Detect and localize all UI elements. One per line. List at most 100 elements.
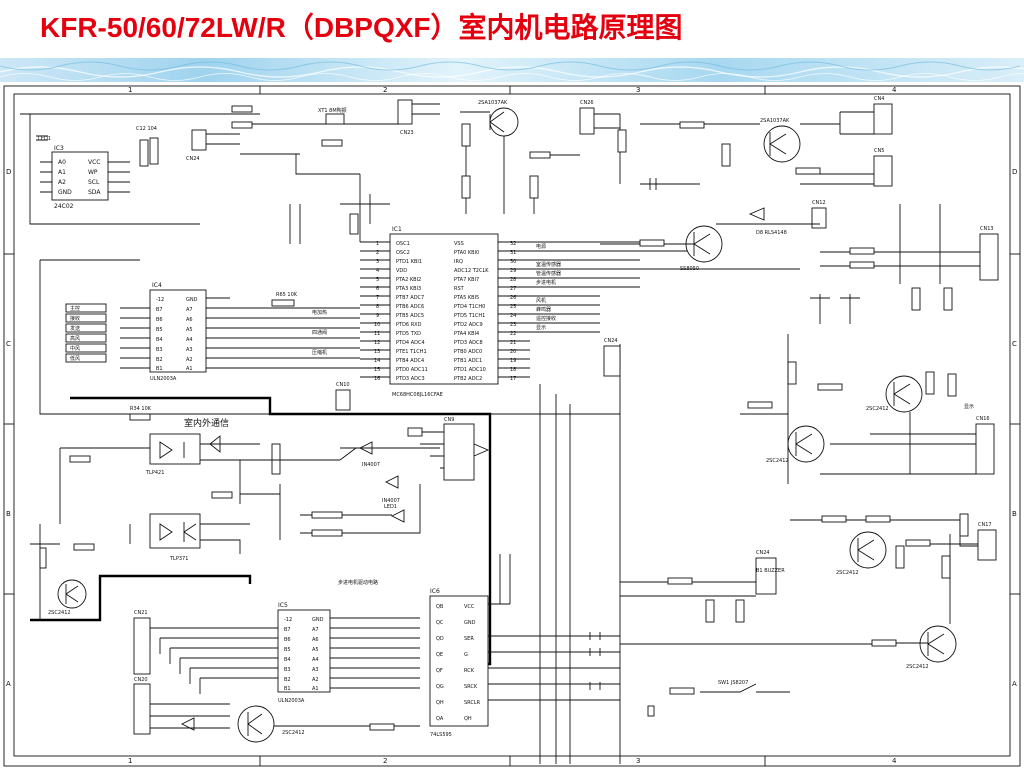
svg-text:LED1: LED1 (38, 136, 51, 142)
svg-text:CN12: CN12 (812, 200, 826, 206)
svg-text:B6: B6 (156, 317, 163, 323)
svg-text:2SC2412: 2SC2412 (766, 458, 789, 464)
svg-text:28: 28 (510, 277, 516, 283)
svg-text:A2: A2 (312, 677, 319, 683)
svg-text:PTD2 ADC9: PTD2 ADC9 (454, 322, 483, 328)
svg-text:CN20: CN20 (134, 677, 148, 683)
svg-text:VDD: VDD (396, 268, 407, 274)
svg-text:低风: 低风 (70, 355, 80, 362)
svg-text:发送: 发送 (70, 325, 80, 332)
svg-text:D8 RLS4148: D8 RLS4148 (756, 230, 787, 236)
col-marker-2-bottom: 2 (383, 757, 387, 765)
svg-text:QA: QA (436, 716, 444, 722)
svg-text:A1: A1 (312, 686, 319, 692)
svg-text:PTB1 ADC1: PTB1 ADC1 (454, 358, 482, 364)
svg-text:PTE1 T1CH1: PTE1 T1CH1 (396, 349, 427, 355)
svg-text:步进电机: 步进电机 (536, 279, 556, 286)
transistor-q-2sa1037-top: 2SA1037AK (460, 100, 580, 214)
svg-text:C12 104: C12 104 (136, 126, 157, 132)
svg-text:2: 2 (376, 250, 379, 256)
svg-text:QE: QE (436, 652, 443, 658)
right-bottom-section: 2SC2412 CN17 CN24 2SC2412 SW1 JS8207 (620, 513, 997, 717)
svg-text:A2: A2 (186, 357, 193, 363)
svg-text:PTD1 KBI1: PTD1 KBI1 (396, 259, 422, 265)
svg-text:11: 11 (374, 331, 380, 337)
svg-text:PTB2 ADC2: PTB2 ADC2 (454, 376, 482, 382)
svg-text:SRCLR: SRCLR (464, 700, 481, 706)
svg-text:A6: A6 (186, 317, 193, 323)
svg-text:SER: SER (464, 636, 474, 642)
schematic-sheet: 1 2 3 4 1 2 3 4 D C B A D C B A IC3 A0 A… (0, 84, 1024, 768)
svg-text:SS8050: SS8050 (680, 266, 699, 272)
ic6-shift-register: IC6 74LS595 QB QC QD QE QF QG QH QA VCC … (429, 344, 621, 764)
svg-text:PTB5 ADC5: PTB5 ADC5 (396, 313, 424, 319)
ic4-driver: IC4 ULN2003A -12 B7 B6 B5 B4 B3 B2 B1 GN… (39, 259, 620, 415)
col-marker-3: 3 (636, 86, 640, 94)
svg-text:16: 16 (374, 376, 380, 382)
row-marker-a-right: A (1012, 680, 1017, 688)
svg-text:6: 6 (376, 286, 379, 292)
svg-text:QG: QG (436, 684, 444, 690)
svg-text:IC5: IC5 (278, 602, 288, 609)
svg-text:CN9: CN9 (444, 417, 454, 423)
svg-text:CN24: CN24 (604, 338, 618, 344)
col-marker-4: 4 (892, 86, 897, 94)
svg-text:MC68HC08JL16CFAE: MC68HC08JL16CFAE (392, 392, 443, 398)
right-middle-section: CN24 2SC2412 2SC2412 CN16 显示 (603, 334, 995, 484)
svg-text:A5: A5 (186, 327, 193, 333)
col-marker-1: 1 (128, 86, 132, 94)
svg-text:PTD4 ADC4: PTD4 ADC4 (396, 340, 425, 346)
svg-text:B2: B2 (284, 677, 291, 683)
ic1-mcu: IC1 MC68HC08JL16CFAE OSC1 OSC2 PTD1 KBI1… (289, 174, 800, 398)
svg-text:CN10: CN10 (336, 382, 350, 388)
svg-text:A1: A1 (186, 366, 193, 372)
svg-text:PTD1 ADC10: PTD1 ADC10 (454, 367, 486, 373)
col-marker-1-bottom: 1 (128, 757, 132, 765)
svg-text:步进电机驱动电路: 步进电机驱动电路 (338, 579, 378, 586)
svg-text:29: 29 (510, 268, 516, 274)
svg-text:TLP421: TLP421 (145, 470, 164, 476)
svg-text:13: 13 (374, 349, 380, 355)
svg-text:B5: B5 (156, 327, 163, 333)
svg-text:B2: B2 (156, 357, 163, 363)
svg-text:IRQ: IRQ (454, 259, 463, 265)
svg-text:A5: A5 (312, 647, 319, 653)
svg-text:2SA1037AK: 2SA1037AK (478, 100, 508, 106)
svg-text:四通阀: 四通阀 (312, 329, 327, 336)
right-top-section: CN26 2SA1037AK CN4 CN5 D8 RLS4148 CN12 S… (579, 96, 999, 324)
svg-text:27: 27 (510, 286, 516, 292)
top-left-connectors: CN24 XT1 8M陶振 CN23 (186, 99, 440, 175)
svg-text:QF: QF (436, 668, 443, 674)
svg-text:PTD3 ADC8: PTD3 ADC8 (454, 340, 483, 346)
svg-text:主控: 主控 (70, 305, 80, 312)
svg-text:OSC1: OSC1 (396, 241, 410, 247)
svg-text:B3: B3 (284, 667, 291, 673)
svg-text:CN24: CN24 (186, 156, 200, 162)
svg-text:A3: A3 (186, 347, 193, 353)
col-marker-3-bottom: 3 (636, 757, 640, 765)
svg-text:风机: 风机 (536, 297, 546, 304)
svg-text:IC4: IC4 (152, 282, 162, 289)
svg-text:QH: QH (436, 700, 444, 706)
svg-text:OSC2: OSC2 (396, 250, 410, 256)
svg-text:24C02: 24C02 (54, 203, 74, 210)
svg-text:压缩机: 压缩机 (312, 349, 327, 356)
ic5-driver: IC5 ULN2003A -12 B7 B6 B5 B4 B3 B2 B1 GN… (133, 579, 420, 743)
svg-text:IN4007: IN4007 (362, 462, 380, 468)
svg-text:GND: GND (186, 297, 198, 303)
svg-text:VSS: VSS (454, 241, 464, 247)
svg-text:22: 22 (510, 331, 516, 337)
svg-text:高风: 高风 (70, 335, 80, 342)
svg-text:25: 25 (510, 304, 516, 310)
svg-text:9: 9 (376, 313, 379, 319)
row-marker-d-right: D (1012, 168, 1017, 176)
svg-text:14: 14 (374, 358, 380, 364)
svg-text:中风: 中风 (70, 345, 80, 352)
svg-text:QB: QB (436, 604, 444, 610)
svg-text:12: 12 (374, 340, 380, 346)
svg-text:3: 3 (376, 259, 379, 265)
svg-text:A2: A2 (58, 179, 66, 186)
banner-wave-icon (0, 61, 1024, 81)
frame-inner (13, 93, 1011, 757)
svg-text:G: G (464, 652, 468, 658)
